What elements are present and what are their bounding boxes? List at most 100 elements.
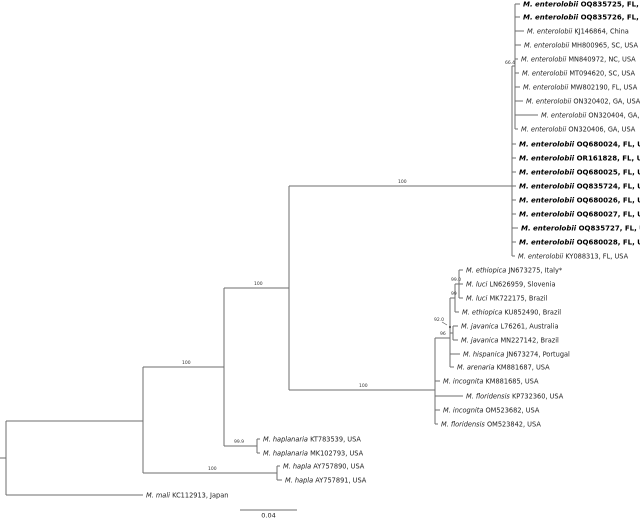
support-hapla: 100: [208, 466, 217, 472]
tip-species: M. enterolobii: [521, 55, 566, 63]
support-values: 66.4 100 100 100 100 96 92.0 99 99.0 99.…: [182, 60, 515, 472]
tip-species: M. enterolobii: [527, 27, 572, 35]
tip-label: M. incognita OM523682, USA: [443, 406, 540, 414]
tip-accession: ON320404, GA, USA: [586, 111, 640, 119]
tip-accession: KT783539, USA: [308, 435, 361, 443]
tip-species: M. incognita: [443, 377, 483, 385]
tip-accession: ON320406, GA, USA: [566, 125, 636, 133]
tip-label: M. enterolobii OQ680026, FL, USA: [519, 196, 640, 204]
tip-species: M. enterolobii: [519, 196, 575, 204]
tip-accession: OM523682, USA: [483, 406, 539, 414]
tip-accession: KC112913, Japan: [170, 491, 228, 499]
support-tropical-stem: 100: [359, 383, 368, 389]
tip-label: M. mali KC112913, Japan: [146, 491, 228, 499]
tip-species: M. floridensis: [466, 392, 510, 400]
tree-branches: [0, 3, 538, 496]
tip-label: M. enterolobii OQ835725, FL, USA: [523, 0, 640, 8]
tip-species: M. luci: [466, 294, 488, 302]
tip-accession: MT094620, SC, USA: [567, 69, 635, 77]
support-node-92: 92.0: [434, 317, 444, 323]
tip-label: M. haplanaria MK102793, USA: [263, 449, 364, 457]
tip-accession: MH800965, SC, USA: [569, 41, 638, 49]
tip-species: M. hapla: [283, 462, 311, 470]
tip-accession: AY757891, USA: [313, 476, 367, 484]
tip-label: M. incognita KM881685, USA: [443, 377, 539, 385]
tip-species: M. enterolobii: [521, 125, 566, 133]
tip-species: M. enterolobii: [523, 13, 579, 21]
tip-species: M. ethiopica: [466, 266, 506, 274]
support-enterolobii-stem: 100: [398, 179, 407, 185]
tip-label: M. ethiopica JN673275, Italy*: [466, 266, 563, 274]
tip-species: M. javanica: [461, 336, 498, 344]
support-node-99: 99: [451, 291, 457, 297]
support-node-96: 96: [440, 331, 446, 337]
tip-accession: L76261, Australia: [498, 322, 558, 330]
tip-accession: OQ680027, FL, USA: [574, 210, 640, 218]
tip-label: M. arenaria KM881687, USA: [457, 363, 550, 371]
tip-species: M. hispanica: [463, 350, 504, 358]
scale-bar-label: 0.04: [261, 512, 275, 520]
tip-label: M. ethiopica KU852490, Brazil: [462, 308, 561, 316]
tip-accession: MK722175, Brazil: [487, 294, 547, 302]
tip-species: M. haplanaria: [263, 435, 308, 443]
tip-label: M. enterolobii OQ680028, FL, USA: [519, 238, 640, 246]
tip-accession: KP732360, USA: [510, 392, 564, 400]
tip-species: M. haplanaria: [263, 449, 308, 457]
tip-label: M. enterolobii OQ835726, FL, USA: [523, 13, 640, 21]
tip-label: M. floridensis OM523842, USA: [441, 420, 541, 428]
tip-accession: ON320402, GA, USA: [571, 97, 640, 105]
tip-accession: OR161828, FL, USA: [574, 154, 640, 162]
tip-label: M. luci LN626959, Slovenia: [466, 280, 556, 288]
tip-label: M. javanica MN227142, Brazil: [461, 336, 559, 344]
tip-species: M. incognita: [443, 406, 483, 414]
tip-accession: KJ146864, China: [572, 27, 629, 35]
tip-label: M. enterolobii ON320404, GA, USA: [541, 111, 640, 119]
support-enterolobii-subclade: 66.4: [505, 60, 515, 66]
tip-label: M. enterolobii MW802190, FL, USA: [523, 83, 638, 91]
tip-species: M. enterolobii: [523, 0, 579, 8]
tip-label: M. enterolobii MT094620, SC, USA: [522, 69, 636, 77]
tip-accession: MW802190, FL, USA: [568, 83, 637, 91]
tip-accession: OQ680025, FL, USA: [574, 168, 640, 176]
tip-label: M. enterolobii OR161828, FL, USA: [519, 154, 640, 162]
tip-species: M. enterolobii: [519, 182, 575, 190]
tip-accession: KY088313, FL, USA: [563, 252, 628, 260]
tip-label: M. enterolobii OQ680024, FL, USA: [519, 140, 640, 148]
tip-species: M. enterolobii: [526, 97, 571, 105]
tip-accession: OQ680026, FL, USA: [574, 196, 640, 204]
tip-label: M. enterolobii KJ146864, China: [527, 27, 629, 35]
support-ingroup-stem: 100: [254, 281, 263, 287]
tip-label: M. enterolobii KY088313, FL, USA: [518, 252, 629, 260]
support-haplanaria: 99.9: [234, 439, 244, 445]
tip-species: M. enterolobii: [519, 210, 575, 218]
support-node-99-0: 99.0: [451, 277, 461, 283]
tip-accession: KM881687, USA: [495, 363, 551, 371]
tip-species: M. enterolobii: [519, 168, 575, 176]
tip-accession: OQ835727, FL, USA: [576, 224, 640, 232]
tip-accession: MN227142, Brazil: [498, 336, 559, 344]
tip-species: M. enterolobii: [519, 154, 575, 162]
tip-accession: KU852490, Brazil: [502, 308, 561, 316]
tip-species: M. mali: [146, 491, 170, 499]
tip-label: M. luci MK722175, Brazil: [466, 294, 547, 302]
tip-accession: JN673274, Portugal: [504, 350, 570, 358]
tip-species: M. hapla: [285, 476, 313, 484]
tip-accession: MN840972, NC, USA: [566, 55, 636, 63]
tip-species: M. enterolobii: [521, 224, 577, 232]
tip-label: M. hapla AY757891, USA: [285, 476, 367, 484]
tip-label: M. enterolobii OQ680025, FL, USA: [519, 168, 640, 176]
tip-accession: LN626959, Slovenia: [487, 280, 555, 288]
tip-accession: OM523842, USA: [485, 420, 541, 428]
tip-species: M. enterolobii: [519, 140, 575, 148]
tip-accession: OQ680024, FL, USA: [574, 140, 640, 148]
tip-species: M. arenaria: [457, 363, 495, 371]
tip-label: M. enterolobii OQ835724, FL, USA: [519, 182, 640, 190]
tip-accession: JN673275, Italy*: [506, 266, 563, 274]
tip-accession: OQ835724, FL, USA: [574, 182, 640, 190]
tip-species: M. enterolobii: [541, 111, 586, 119]
tip-label: M. hapla AY757890, USA: [283, 462, 365, 470]
tip-label: M. haplanaria KT783539, USA: [263, 435, 361, 443]
support-core-stem: 100: [182, 360, 191, 366]
